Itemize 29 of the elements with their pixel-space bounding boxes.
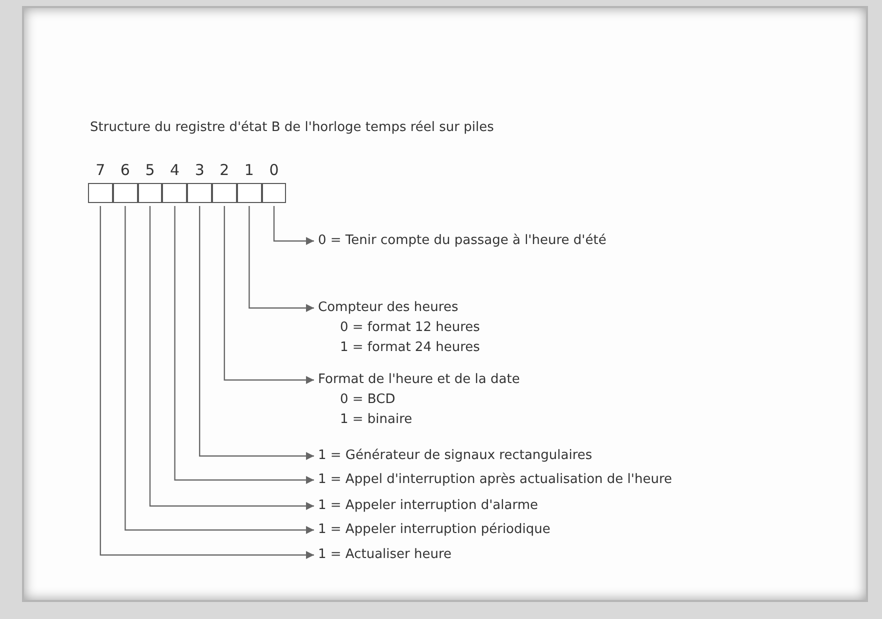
value-meaning: 0 = format 12 heures: [339, 319, 480, 337]
bit-number: 3: [194, 160, 206, 180]
arrow: [248, 206, 314, 312]
bit-description: 1 = Appeler interruption périodique: [318, 521, 550, 539]
arrow: [124, 206, 314, 534]
bit-description: 0 = Tenir compte du passage à l'heure d'été: [318, 232, 606, 250]
arrow: [199, 206, 314, 460]
bit-number: 2: [218, 160, 230, 180]
arrow: [224, 206, 314, 384]
bit-description: Format de l'heure et de la date: [318, 371, 520, 389]
bit-description: Compteur des heures: [318, 299, 460, 317]
bit-number: 5: [144, 160, 156, 180]
arrow: [273, 206, 314, 245]
bit-description: 1 = Appel d'interruption après actualisation de l'heure: [318, 471, 672, 489]
bit-description: 1 = Générateur de signaux rectangulaires: [318, 447, 592, 465]
diagram-title: Structure du registre d'état B de l'horloge temps réel sur piles: [90, 120, 494, 135]
bit-number: 0: [268, 160, 280, 180]
bit-description: 1 = Actualiser heure: [318, 546, 452, 564]
bit-number: 6: [119, 160, 131, 180]
bit-number: 1: [243, 160, 255, 180]
arrow: [100, 206, 314, 559]
value-meaning: 1 = binaire: [339, 411, 414, 429]
bit-number: 7: [94, 160, 106, 180]
arrow: [149, 206, 314, 510]
value-meaning: 0 = BCD: [339, 391, 396, 409]
value-meaning: 1 = format 24 heures: [339, 339, 480, 357]
bit-description: 1 = Appeler interruption d'alarme: [318, 497, 538, 515]
arrow: [174, 206, 314, 484]
bit-number: 4: [169, 160, 181, 180]
